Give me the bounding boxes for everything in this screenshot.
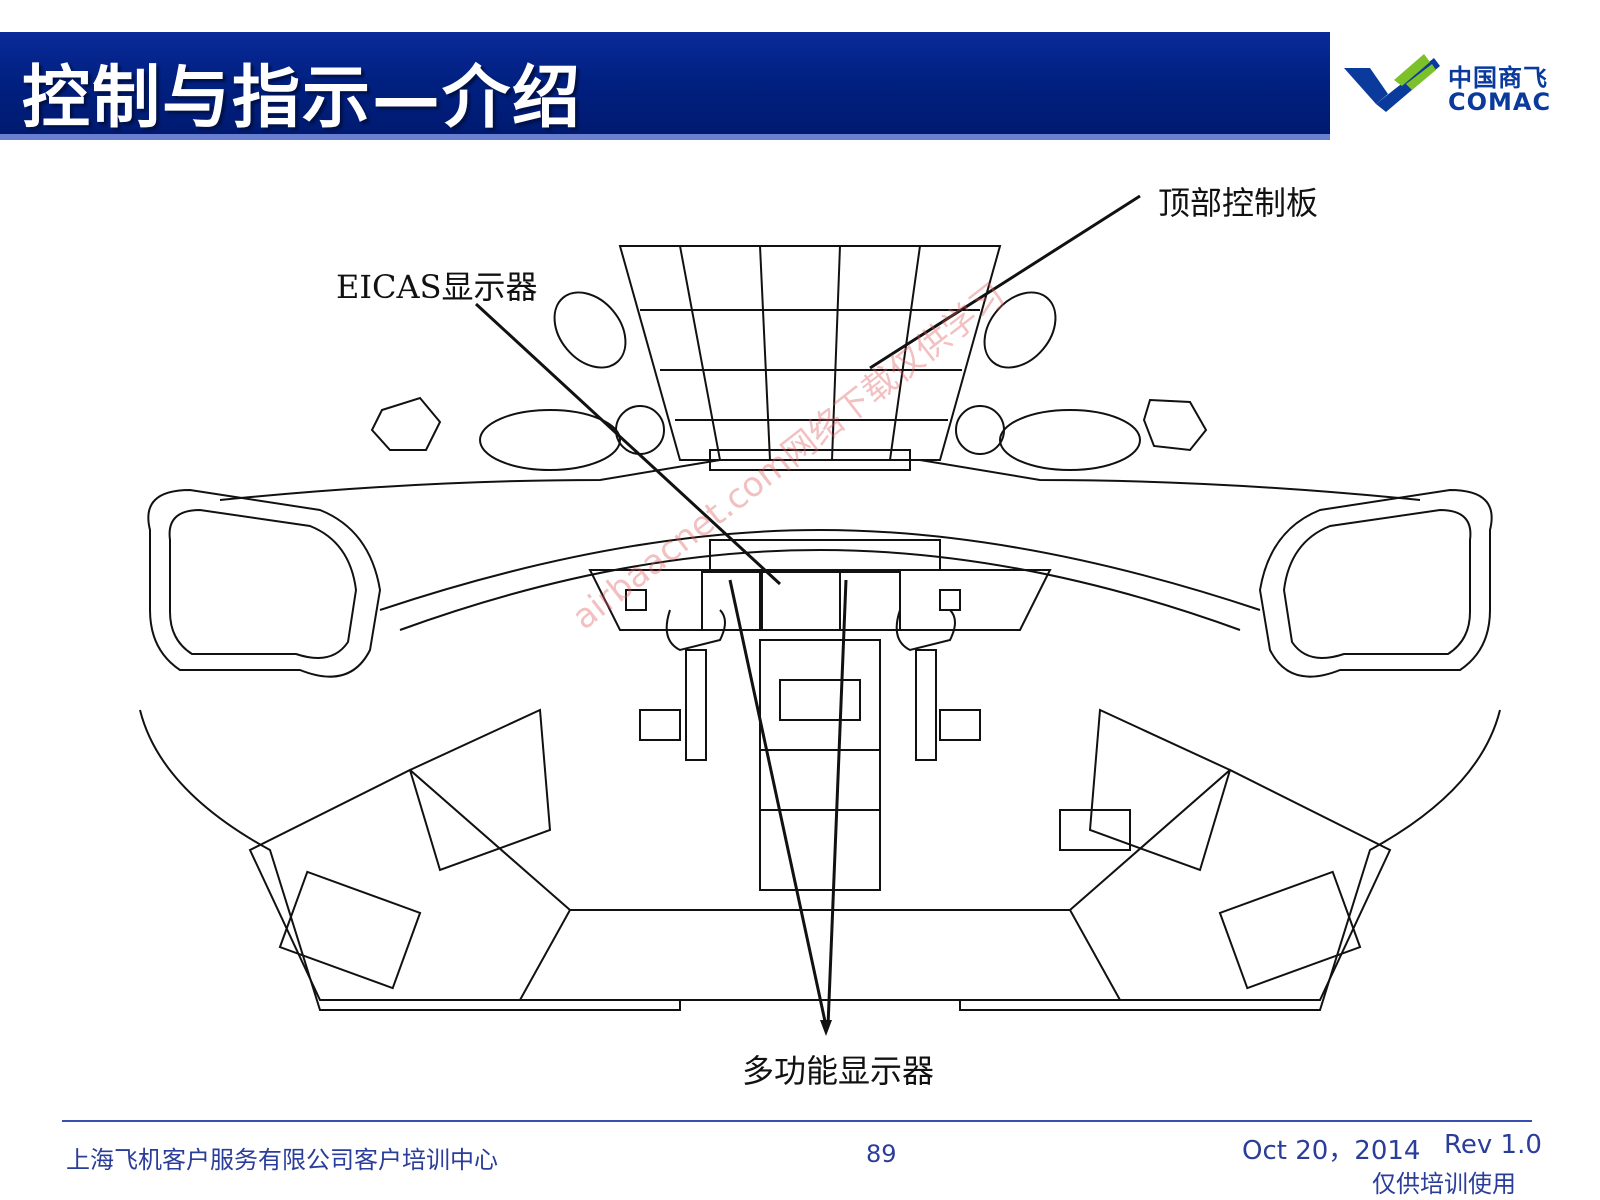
logo-chinese-text: 中国商飞	[1448, 64, 1548, 92]
callout-leader-lines	[474, 194, 1141, 1027]
title-bar: 控制与指示—介绍	[0, 32, 1330, 140]
main-instrument-panel	[379, 528, 1261, 631]
eicas-screen	[759, 571, 841, 631]
cockpit-diagram	[139, 194, 1501, 1036]
logo-english-text: COMAC	[1448, 88, 1552, 116]
callout-overhead-panel: 顶部控制板	[1158, 184, 1319, 222]
footer-date: Oct 20，2014	[1242, 1136, 1421, 1166]
cockpit-floor	[139, 709, 1501, 1011]
ceiling-lights	[370, 291, 1208, 471]
page-title: 控制与指示—介绍	[22, 59, 583, 138]
mfd-right-screen	[839, 571, 901, 631]
callout-eicas-display: EICAS显示器	[336, 268, 538, 306]
comac-logo: 中国商飞 COMAC	[1336, 40, 1576, 130]
mfd-left-screen	[701, 571, 763, 631]
leader-arrow-tip	[820, 1020, 832, 1036]
page-number: 89	[866, 1140, 897, 1168]
footer-company: 上海飞机客户服务有限公司客户培训中心	[66, 1146, 498, 1174]
footer-revision: Rev 1.0	[1444, 1130, 1542, 1160]
side-windows	[147, 459, 1493, 678]
side-consoles	[248, 708, 1392, 1001]
control-columns	[639, 609, 981, 761]
overhead-panel-drawing	[618, 245, 1002, 471]
callout-multifunction-display: 多功能显示器	[742, 1052, 935, 1090]
footer-divider	[62, 1120, 1532, 1122]
comac-logo-icon	[1344, 54, 1440, 112]
footer-note: 仅供培训使用	[1372, 1170, 1516, 1198]
center-pedestal	[759, 639, 881, 891]
